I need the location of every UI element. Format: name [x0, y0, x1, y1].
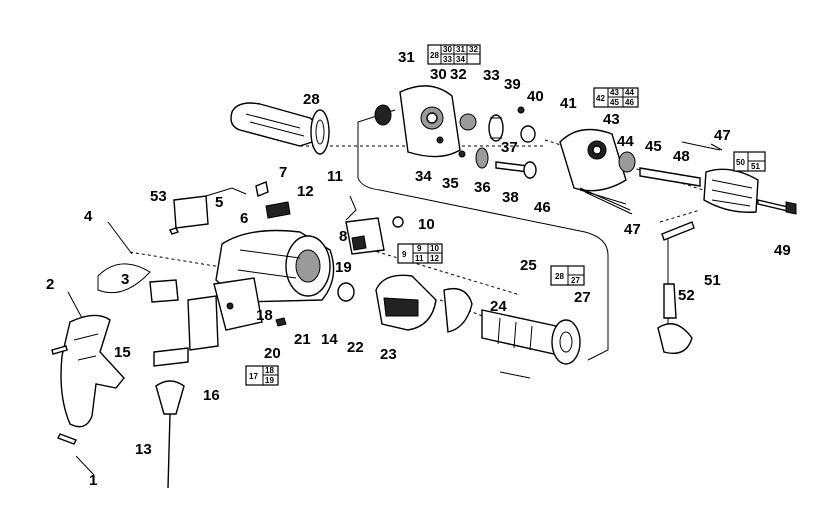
ref-box-cell: 9	[417, 244, 422, 253]
ref-box-cell: 50	[736, 158, 745, 167]
part-label: 22	[347, 339, 364, 356]
part-label: 27	[574, 289, 591, 306]
part-label: 21	[294, 331, 311, 348]
motor-field-armature	[337, 274, 581, 379]
ref-box-handle: 17 18 19	[245, 365, 279, 386]
ref-box-cell: 27	[571, 276, 580, 285]
part-label: 49	[774, 242, 791, 259]
part-label: 47	[624, 221, 641, 238]
handle-and-cord	[60, 187, 287, 489]
ref-box-front: 42 43 44 45 46	[593, 87, 639, 108]
part-label: 34	[415, 168, 432, 185]
ref-box-switch: 9 9 10 11 12	[397, 243, 443, 264]
part-label: 10	[418, 216, 435, 233]
ref-box-cell: 32	[469, 45, 478, 54]
front-housing	[559, 128, 636, 215]
part-label: 33	[483, 67, 500, 84]
ref-box-cell: 45	[610, 98, 619, 107]
part-number-labels: 1 2 3 4 5 6 7 8 10 11 12 13 14 15 16 18 …	[46, 49, 791, 489]
fasteners	[51, 189, 627, 445]
part-label: 51	[704, 272, 721, 289]
ref-box-cell: 12	[430, 254, 439, 263]
part-label: 38	[502, 189, 519, 206]
part-label: 8	[339, 228, 347, 245]
ref-box-cell: 9	[402, 250, 407, 259]
ref-box-cell: 46	[625, 98, 634, 107]
part-label: 48	[673, 148, 690, 165]
ref-box-cell: 31	[456, 45, 465, 54]
part-label: 13	[135, 441, 152, 458]
ref-box-cell: 33	[443, 55, 452, 64]
part-label: 3	[121, 271, 129, 288]
chuck-key	[657, 221, 695, 355]
part-label: 35	[442, 175, 459, 192]
part-label: 37	[501, 139, 518, 156]
part-label: 43	[603, 111, 620, 128]
motor-housing	[215, 181, 335, 303]
gear-train	[458, 106, 537, 179]
ref-box-armature: 28 27	[550, 265, 585, 286]
ref-box-cell: 19	[265, 376, 274, 385]
part-label: 31	[398, 49, 415, 66]
part-label: 14	[321, 331, 338, 348]
part-label: 40	[527, 88, 544, 105]
part-label: 11	[327, 168, 343, 185]
part-label: 1	[89, 472, 97, 489]
part-label: 20	[264, 345, 281, 362]
part-label: 36	[474, 179, 491, 196]
part-label: 45	[645, 138, 662, 155]
ref-box-cell: 34	[456, 55, 465, 64]
part-label: 23	[380, 346, 397, 363]
part-label: 5	[215, 194, 223, 211]
part-label: 15	[114, 344, 131, 361]
ref-box-cell: 28	[430, 51, 439, 60]
ref-box-top: 28 30 31 32 33 34	[427, 44, 481, 65]
part-label: 19	[335, 259, 352, 276]
ref-box-cell: 30	[443, 45, 452, 54]
ref-box-cell: 10	[430, 244, 439, 253]
ref-box-chuck: 50 51	[733, 151, 766, 172]
ref-box-cell: 18	[265, 366, 274, 375]
part-label: 28	[303, 91, 320, 108]
part-label: 7	[279, 164, 287, 181]
part-label: 47	[714, 127, 731, 144]
ref-box-cell: 17	[249, 372, 258, 381]
ref-box-cell: 51	[751, 162, 760, 171]
part-label: 30	[430, 66, 447, 83]
part-label: 25	[520, 257, 537, 274]
part-label: 6	[240, 210, 248, 227]
part-label: 46	[534, 199, 551, 216]
spindle-chuck	[639, 141, 797, 215]
ref-box-cell: 42	[596, 94, 605, 103]
ref-box-cell: 11	[415, 254, 424, 263]
part-label: 2	[46, 276, 54, 293]
part-label: 41	[560, 95, 577, 112]
side-handle	[230, 102, 330, 155]
part-label: 12	[297, 183, 314, 200]
part-label: 52	[678, 287, 695, 304]
part-label: 18	[256, 307, 273, 324]
ref-box-cell: 28	[555, 272, 564, 281]
part-label: 32	[450, 66, 467, 83]
part-label: 39	[504, 76, 521, 93]
ref-box-cell: 44	[625, 88, 634, 97]
ref-box-cell: 43	[610, 88, 619, 97]
gear-case	[374, 85, 461, 158]
part-label: 16	[203, 387, 220, 404]
switch-assembly	[345, 195, 404, 255]
part-label: 24	[490, 298, 507, 315]
part-label: 53	[150, 188, 167, 205]
part-label: 4	[84, 208, 93, 225]
part-label: 44	[617, 133, 634, 150]
